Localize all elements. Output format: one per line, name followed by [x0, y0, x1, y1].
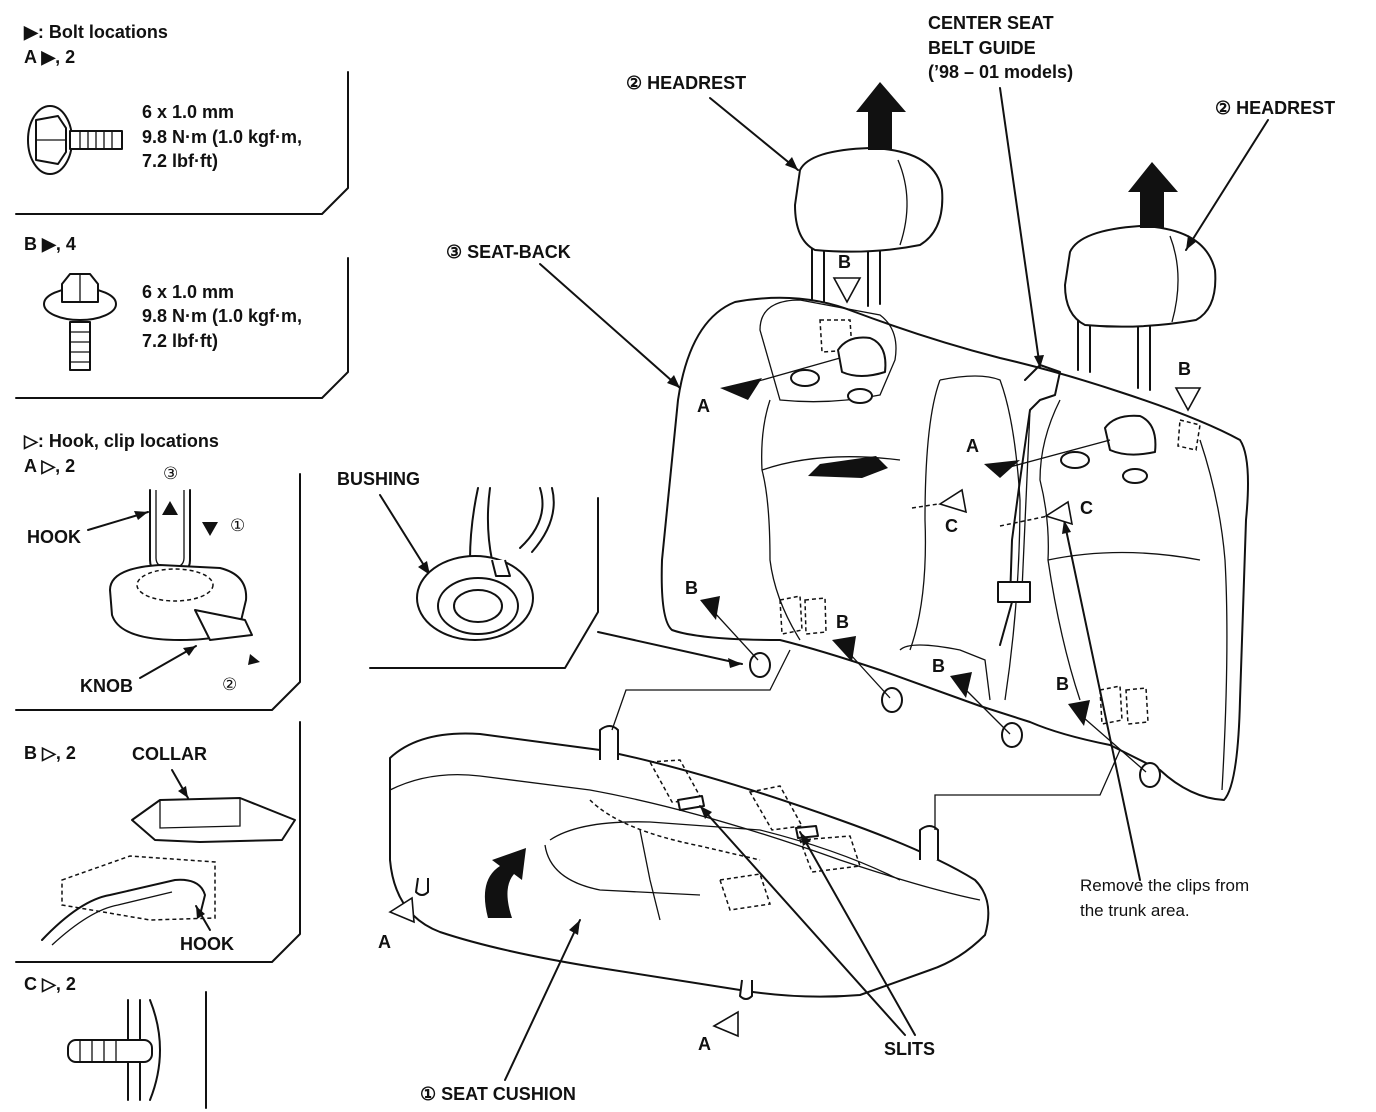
marker-a-bolt-2: A	[966, 436, 979, 456]
knob-label: KNOB	[80, 676, 133, 696]
center-belt-line1: CENTER SEAT	[928, 13, 1054, 33]
bolt-a-frame	[15, 71, 349, 215]
marker-b-bolt-2: B	[836, 612, 849, 632]
center-belt-line2: BELT GUIDE	[928, 38, 1036, 58]
hook-legend: ▷: Hook, clip locations A ▷, 2 ③ ① ② HOO…	[15, 431, 301, 1109]
marker-b-hook-2: B	[1178, 359, 1191, 379]
flange-bolt-b-icon	[43, 273, 117, 371]
bolt-locations-title: ▶: Bolt locations	[23, 22, 168, 42]
step3-marker: ③	[163, 464, 178, 483]
marker-b-hook-1: B	[838, 252, 851, 272]
slits-label: SLITS	[884, 1039, 935, 1059]
bolt-b-spec-line2: 9.8 N·m (1.0 kgf·m,	[142, 306, 302, 326]
headrest-left-label: ② HEADREST	[626, 73, 746, 93]
marker-b-bolt-3: B	[932, 656, 945, 676]
bushing-label: BUSHING	[337, 469, 420, 489]
marker-a-bolt-1: A	[697, 396, 710, 416]
bolt-legend: ▶: Bolt locations A ▶, 2 6 x 1.0 mm 9.8 …	[15, 22, 349, 399]
center-belt-line3: (’98 – 01 models)	[928, 62, 1073, 82]
hook-b-frame	[15, 721, 301, 963]
marker-c-clip-2: C	[1080, 498, 1093, 518]
bolt-b-count: B ▶, 4	[24, 234, 76, 254]
hook-b-count: B ▷, 2	[24, 743, 76, 763]
seat-back	[660, 296, 1249, 801]
collar-label: COLLAR	[132, 744, 207, 764]
hook-label-a: HOOK	[27, 527, 81, 547]
seat-cushion-label: ① SEAT CUSHION	[420, 1084, 576, 1104]
step1-marker: ①	[230, 516, 245, 535]
headrest-left-lift-arrow	[856, 82, 906, 150]
hook-label-b: HOOK	[180, 934, 234, 954]
bolt-b-spec-line1: 6 x 1.0 mm	[142, 282, 234, 302]
headrest-left	[794, 147, 944, 311]
marker-b-bolt-4: B	[1056, 674, 1069, 694]
seat-back-tilt-arrow	[808, 456, 888, 478]
trunk-note-line2: the trunk area.	[1080, 901, 1190, 920]
bushing-detail: BUSHING	[337, 469, 743, 669]
hook-a-frame	[15, 473, 301, 711]
collar-detail: COLLAR HOOK	[41, 744, 296, 954]
hook-a-count: A ▷, 2	[24, 456, 75, 476]
seat-cushion	[389, 725, 990, 1000]
marker-a-hook-1: A	[378, 932, 391, 952]
bolt-b-frame	[15, 257, 349, 399]
headrest-right	[1064, 225, 1217, 391]
step2-marker: ②	[222, 675, 237, 694]
seat-cushion-lift-arrow	[484, 848, 526, 918]
seat-back-label: ③ SEAT-BACK	[446, 242, 571, 262]
bolt-a-spec-line1: 6 x 1.0 mm	[142, 102, 234, 122]
bolt-b-spec-line3: 7.2 lbf·ft)	[142, 331, 218, 351]
flange-bolt-a-icon	[27, 105, 123, 175]
headrest-right-label: ② HEADREST	[1215, 98, 1335, 118]
trunk-note-line1: Remove the clips from	[1080, 876, 1249, 895]
location-markers: A A B B B B B B C C A A	[378, 252, 1202, 1054]
headrest-right-lift-arrow	[1128, 162, 1178, 228]
clip-c-count: C ▷, 2	[24, 974, 76, 994]
bolt-a-count: A ▶, 2	[24, 47, 75, 67]
marker-c-clip-1: C	[945, 516, 958, 536]
marker-b-bolt-1: B	[685, 578, 698, 598]
marker-a-hook-2: A	[698, 1034, 711, 1054]
clip-c-detail	[67, 999, 161, 1101]
hook-detail-a: ③ ① ② HOOK KNOB	[27, 464, 260, 696]
bolt-a-spec-line3: 7.2 lbf·ft)	[142, 151, 218, 171]
bolt-a-spec-line2: 9.8 N·m (1.0 kgf·m,	[142, 127, 302, 147]
hook-clip-title: ▷: Hook, clip locations	[23, 431, 219, 451]
